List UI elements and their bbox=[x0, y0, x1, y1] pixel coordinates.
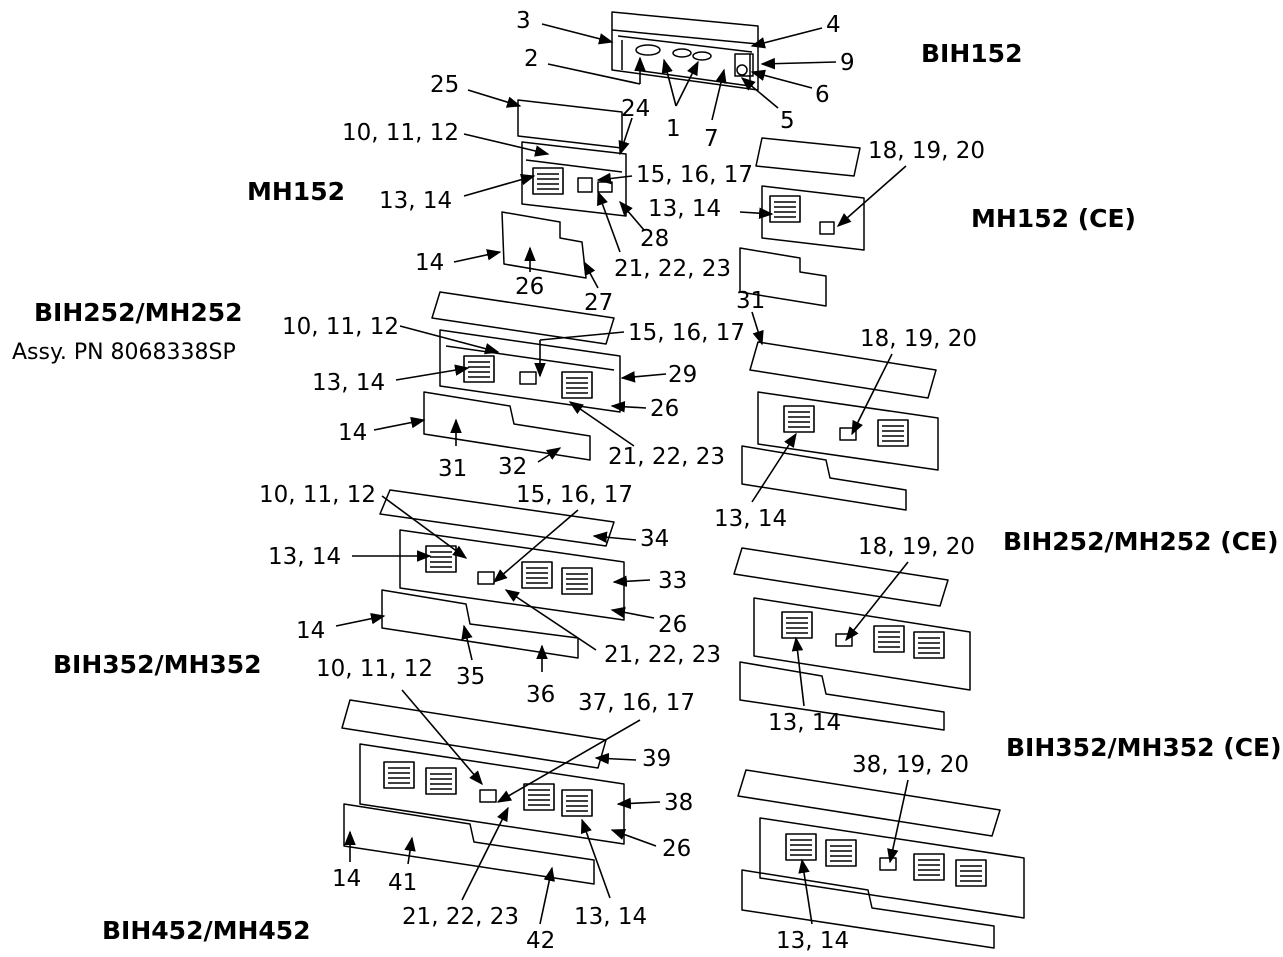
callout-label: 18, 19, 20 bbox=[858, 534, 976, 560]
callout-label: 21, 22, 23 bbox=[402, 904, 520, 930]
callout-label: 14 bbox=[338, 420, 368, 446]
callout-label: 13, 14 bbox=[768, 710, 842, 736]
callout-label: 9 bbox=[840, 50, 855, 76]
callout-label: 38, 19, 20 bbox=[852, 752, 970, 778]
callout-label: 1 bbox=[666, 116, 681, 142]
mh152-unit bbox=[501, 99, 627, 279]
callout-label: 32 bbox=[498, 454, 528, 480]
callout-label: 5 bbox=[780, 108, 795, 134]
callout-label: 26 bbox=[650, 396, 680, 422]
title-bih252-mh252-ce: BIH252/MH252 (CE) bbox=[1003, 527, 1279, 556]
callout-label: 10, 11, 12 bbox=[342, 120, 460, 146]
bih352-unit bbox=[379, 489, 625, 659]
callout-label: 25 bbox=[430, 72, 460, 98]
mh152-ce-unit bbox=[739, 137, 865, 307]
title-bih152: BIH152 bbox=[921, 39, 1023, 68]
callout-label: 31 bbox=[438, 456, 468, 482]
callout-label: 26 bbox=[515, 274, 545, 300]
title-mh152-ce: MH152 (CE) bbox=[971, 204, 1136, 233]
callout-label: 27 bbox=[584, 290, 614, 316]
title-bih352-mh352: BIH352/MH352 bbox=[53, 650, 262, 679]
callout-label: 13, 14 bbox=[268, 544, 342, 570]
callout-label: 24 bbox=[621, 96, 651, 122]
callout-label: 14 bbox=[415, 250, 445, 276]
callout-label: 13, 14 bbox=[379, 188, 453, 214]
callout-label: 26 bbox=[662, 836, 692, 862]
callout-label: 10, 11, 12 bbox=[316, 656, 434, 682]
callout-label: 26 bbox=[658, 612, 688, 638]
callout-label: 42 bbox=[526, 928, 556, 954]
callout-label: 33 bbox=[658, 568, 688, 594]
callout-label: 10, 11, 12 bbox=[282, 314, 400, 340]
callout-label: 39 bbox=[642, 746, 672, 772]
bih252-unit bbox=[423, 291, 621, 461]
callout-label: 18, 19, 20 bbox=[868, 138, 986, 164]
callout-label: 7 bbox=[704, 126, 719, 152]
callout-label: 21, 22, 23 bbox=[608, 444, 726, 470]
callout-label: 13, 14 bbox=[312, 370, 386, 396]
callout-label: 15, 16, 17 bbox=[516, 482, 634, 508]
callout-label: 29 bbox=[668, 362, 698, 388]
callout-label: 13, 14 bbox=[776, 928, 850, 954]
callout-label: 15, 16, 17 bbox=[628, 320, 746, 346]
callout-label: 28 bbox=[640, 226, 670, 252]
callout-label: 6 bbox=[815, 82, 830, 108]
assembly-part-number: Assy. PN 8068338SP bbox=[12, 340, 236, 365]
bih252-ce-unit bbox=[741, 341, 939, 511]
callout-label: 14 bbox=[332, 866, 362, 892]
title-bih452-mh452: BIH452/MH452 bbox=[102, 916, 311, 945]
callout-label: 13, 14 bbox=[648, 196, 722, 222]
callout-label: 2 bbox=[524, 46, 539, 72]
callout-label: 21, 22, 23 bbox=[604, 642, 722, 668]
callout-label: 31 bbox=[736, 288, 766, 314]
callout-label: 37, 16, 17 bbox=[578, 690, 696, 716]
callout-label: 38 bbox=[664, 790, 694, 816]
callout-label: 4 bbox=[826, 12, 841, 38]
callout-label: 13, 14 bbox=[574, 904, 648, 930]
title-mh152: MH152 bbox=[247, 177, 345, 206]
callout-label: 21, 22, 23 bbox=[614, 256, 732, 282]
bih452-unit bbox=[341, 699, 625, 885]
callout-label: 10, 11, 12 bbox=[259, 482, 377, 508]
callout-label: 13, 14 bbox=[714, 506, 788, 532]
callout-label: 36 bbox=[526, 682, 556, 708]
callout-label: 35 bbox=[456, 664, 486, 690]
bih352-ce-unit bbox=[733, 547, 971, 731]
bih152-unit bbox=[611, 11, 759, 91]
callout-label: 41 bbox=[388, 870, 418, 896]
callout-label: 18, 19, 20 bbox=[860, 326, 978, 352]
callout-label: 3 bbox=[516, 8, 531, 34]
title-bih252-mh252: BIH252/MH252 bbox=[34, 298, 243, 327]
callout-label: 15, 16, 17 bbox=[636, 162, 754, 188]
callout-label: 34 bbox=[640, 526, 670, 552]
callout-label: 14 bbox=[296, 618, 326, 644]
leader-lines bbox=[335, 23, 909, 925]
bih452-ce-unit bbox=[737, 769, 1025, 949]
title-bih352-mh352-ce: BIH352/MH352 (CE) bbox=[1006, 733, 1282, 762]
